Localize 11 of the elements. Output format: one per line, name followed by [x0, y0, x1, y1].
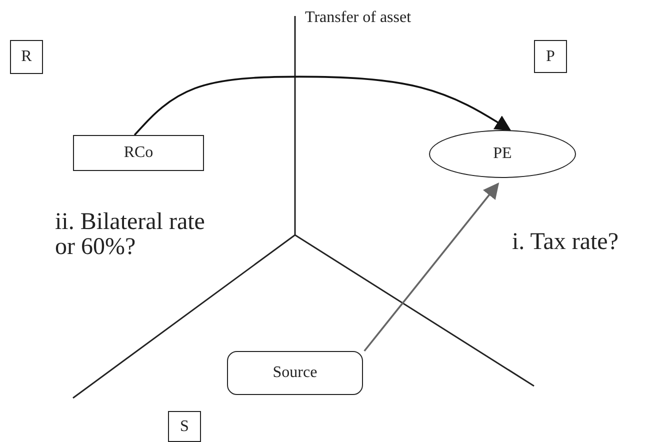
annotation-text: ii. Bilateral rate or 60%?	[55, 210, 206, 260]
arrow	[364, 182, 500, 352]
arrow	[134, 76, 512, 136]
source-box: Source	[227, 351, 363, 395]
annotation-text: i. Tax rate?	[512, 230, 620, 256]
pe-ellipse: PE	[429, 130, 576, 178]
jurisdiction-tag: S	[168, 411, 201, 442]
jurisdiction-tag: R	[10, 40, 43, 74]
annotation-text: Transfer of asset	[305, 10, 412, 27]
jurisdiction-tag: P	[534, 40, 567, 73]
company-box: RCo	[73, 135, 204, 171]
